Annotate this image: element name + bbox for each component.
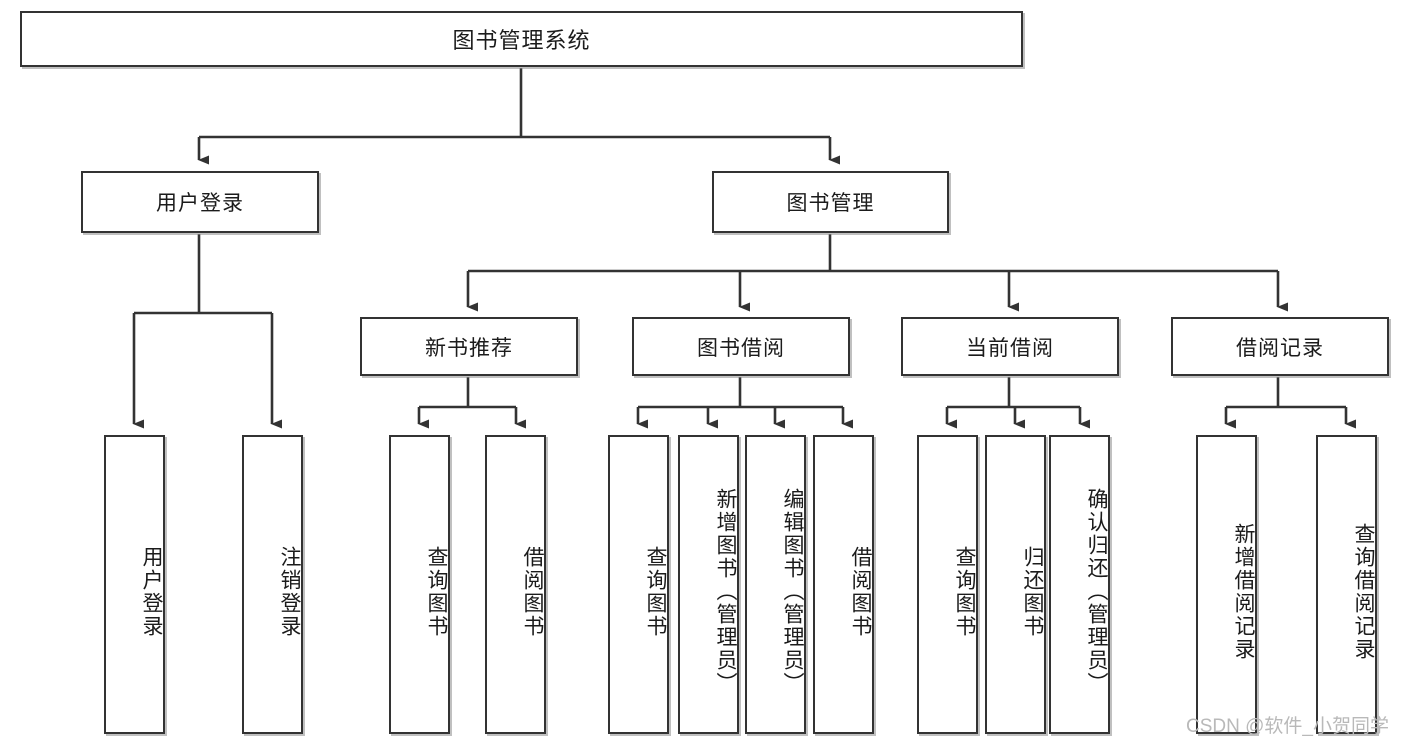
leaf-query-borrow-record[interactable]: 查询借阅记录 (1316, 435, 1377, 734)
node-label: 图书管理系统 (452, 28, 591, 53)
leaf-borrow-book-recommend[interactable]: 借阅图书 (485, 435, 546, 734)
node-book-management[interactable]: 图书管理 (712, 171, 949, 233)
node-label: 借阅图书 (849, 545, 872, 638)
leaf-add-book[interactable]: 新增图书（管理员） (678, 435, 739, 734)
node-label: 确认归还（管理员） (1085, 488, 1108, 695)
node-current-borrow[interactable]: 当前借阅 (901, 317, 1119, 376)
leaf-return-book[interactable]: 归还图书 (985, 435, 1046, 734)
leaf-logout-login[interactable]: 注销登录 (242, 435, 303, 734)
node-label: 查询图书 (953, 545, 976, 638)
node-label: 用户登录 (156, 192, 244, 215)
node-label: 借阅图书 (521, 545, 544, 638)
leaf-add-borrow-record[interactable]: 新增借阅记录 (1196, 435, 1257, 734)
leaf-borrow-book[interactable]: 借阅图书 (813, 435, 874, 734)
node-label: 图书借阅 (697, 336, 785, 360)
node-label: 编辑图书（管理员） (781, 488, 804, 695)
leaf-edit-book[interactable]: 编辑图书（管理员） (745, 435, 806, 734)
leaf-confirm-return[interactable]: 确认归还（管理员） (1049, 435, 1110, 734)
node-label: 借阅记录 (1236, 336, 1324, 360)
leaf-query-book-recommend[interactable]: 查询图书 (389, 435, 450, 734)
node-label: 当前借阅 (966, 336, 1054, 360)
leaf-query-book-borrow[interactable]: 查询图书 (608, 435, 669, 734)
node-label: 图书管理 (786, 192, 875, 215)
node-label: 新书推荐 (425, 336, 513, 360)
leaf-query-book-current[interactable]: 查询图书 (917, 435, 978, 734)
node-label: 新增借阅记录 (1232, 522, 1255, 661)
node-book-borrow[interactable]: 图书借阅 (632, 317, 850, 376)
node-label: 归还图书 (1021, 545, 1044, 638)
node-label: 新增图书（管理员） (714, 488, 737, 695)
node-label: 查询借阅记录 (1352, 522, 1375, 661)
node-new-book-recommend[interactable]: 新书推荐 (360, 317, 578, 376)
node-label: 注销登录 (278, 545, 301, 638)
node-label: 查询图书 (425, 545, 448, 638)
node-user-login[interactable]: 用户登录 (81, 171, 319, 233)
node-label: 用户登录 (140, 545, 163, 638)
leaf-user-login[interactable]: 用户登录 (104, 435, 165, 734)
node-label: 查询图书 (644, 545, 667, 638)
node-borrow-record[interactable]: 借阅记录 (1171, 317, 1389, 376)
node-book-management-system[interactable]: 图书管理系统 (20, 11, 1023, 67)
